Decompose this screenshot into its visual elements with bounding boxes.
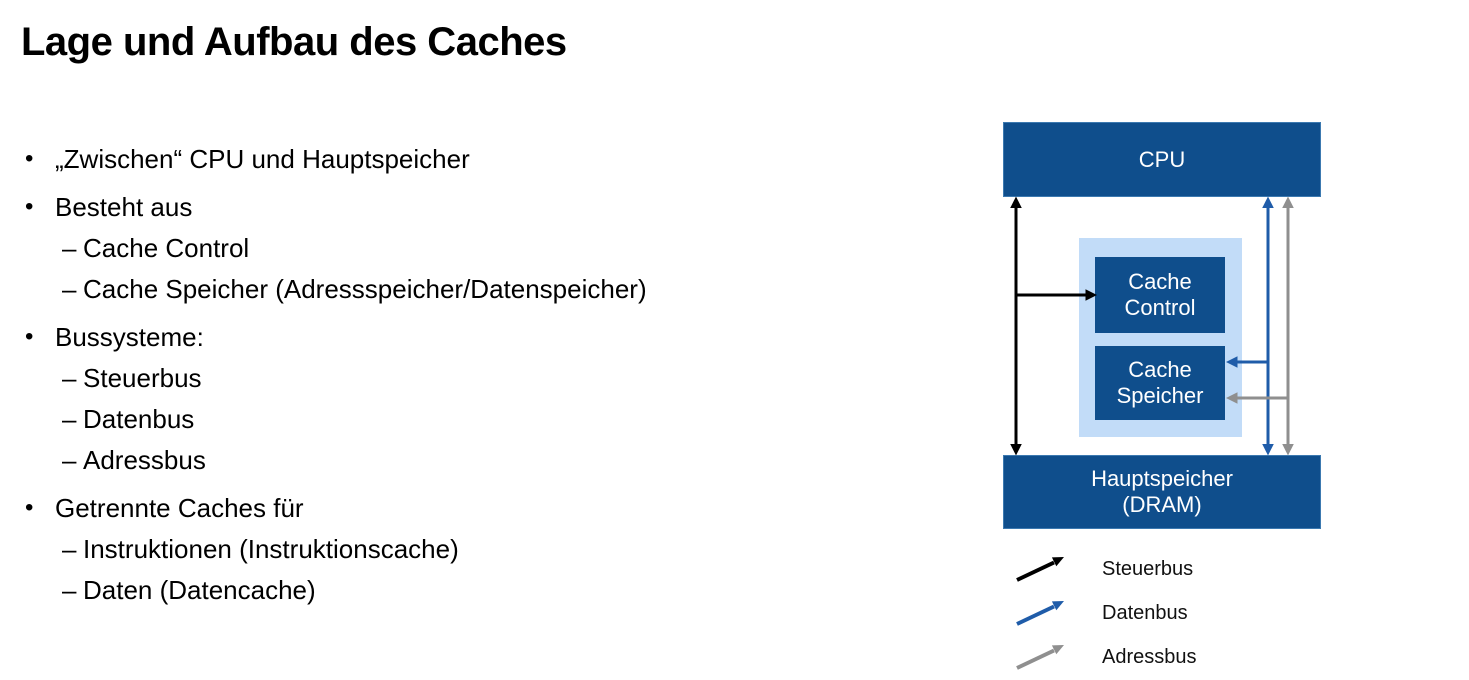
bullet-text: Datenbus [83, 404, 195, 434]
bullet-text: Steuerbus [83, 363, 202, 393]
bullet-item: Getrennte Caches für [22, 487, 822, 529]
cache-container-box: Cache Control Cache Speicher [1079, 238, 1242, 437]
bullet-item: Daten (Datencache) [22, 570, 822, 611]
bullet-text: Cache Speicher (Adressspeicher/Datenspei… [83, 274, 647, 304]
steuerbus-arrow-icon [1016, 557, 1064, 582]
legend-row: Datenbus [1014, 591, 1197, 635]
bullet-item: Instruktionen (Instruktionscache) [22, 529, 822, 570]
bullet-item: Datenbus [22, 399, 822, 440]
legend-label: Steuerbus [1102, 557, 1194, 580]
cache-speicher-box: Cache Speicher [1095, 346, 1225, 420]
bullet-item: Adressbus [22, 440, 822, 481]
cache-control-label: Cache Control [1124, 269, 1196, 320]
hauptspeicher-label: Hauptspeicher (DRAM) [1091, 466, 1233, 517]
cpu-label: CPU [1138, 146, 1186, 172]
legend-label: Adressbus [1102, 645, 1197, 668]
bullet-item: Cache Control [22, 228, 822, 269]
bullet-item: „Zwischen“ CPU und Hauptspeicher [22, 138, 822, 180]
bullet-text: Instruktionen (Instruktionscache) [83, 534, 459, 564]
cache-control-box: Cache Control [1095, 257, 1225, 333]
bullet-item: Bussysteme: [22, 316, 822, 358]
bullet-item: Besteht aus [22, 186, 822, 228]
adressbus-arrow-icon [1016, 645, 1064, 670]
legend-label: Datenbus [1102, 601, 1188, 624]
bullet-list: „Zwischen“ CPU und Hauptspeicher Besteht… [22, 138, 822, 611]
legend-row: Steuerbus [1014, 547, 1197, 591]
bullet-text: Cache Control [83, 233, 250, 263]
bus-legend: Steuerbus Datenbus Adressbus [1014, 547, 1197, 679]
bullet-text: „Zwischen“ CPU und Hauptspeicher [55, 144, 470, 174]
bullet-text: Bussysteme: [55, 322, 204, 352]
bullet-text: Besteht aus [55, 192, 193, 222]
bullet-text: Daten (Datencache) [83, 575, 316, 605]
hauptspeicher-box: Hauptspeicher (DRAM) [1003, 455, 1321, 529]
cpu-box: CPU [1003, 122, 1321, 197]
bullet-text: Getrennte Caches für [55, 493, 304, 523]
bullet-text: Adressbus [83, 445, 206, 475]
slide-title: Lage und Aufbau des Caches [21, 20, 567, 64]
datenbus-arrow-icon [1016, 601, 1064, 626]
legend-row: Adressbus [1014, 635, 1197, 679]
bullet-item: Cache Speicher (Adressspeicher/Datenspei… [22, 269, 822, 310]
cache-speicher-label: Cache Speicher [1116, 357, 1204, 408]
bullet-item: Steuerbus [22, 358, 822, 399]
